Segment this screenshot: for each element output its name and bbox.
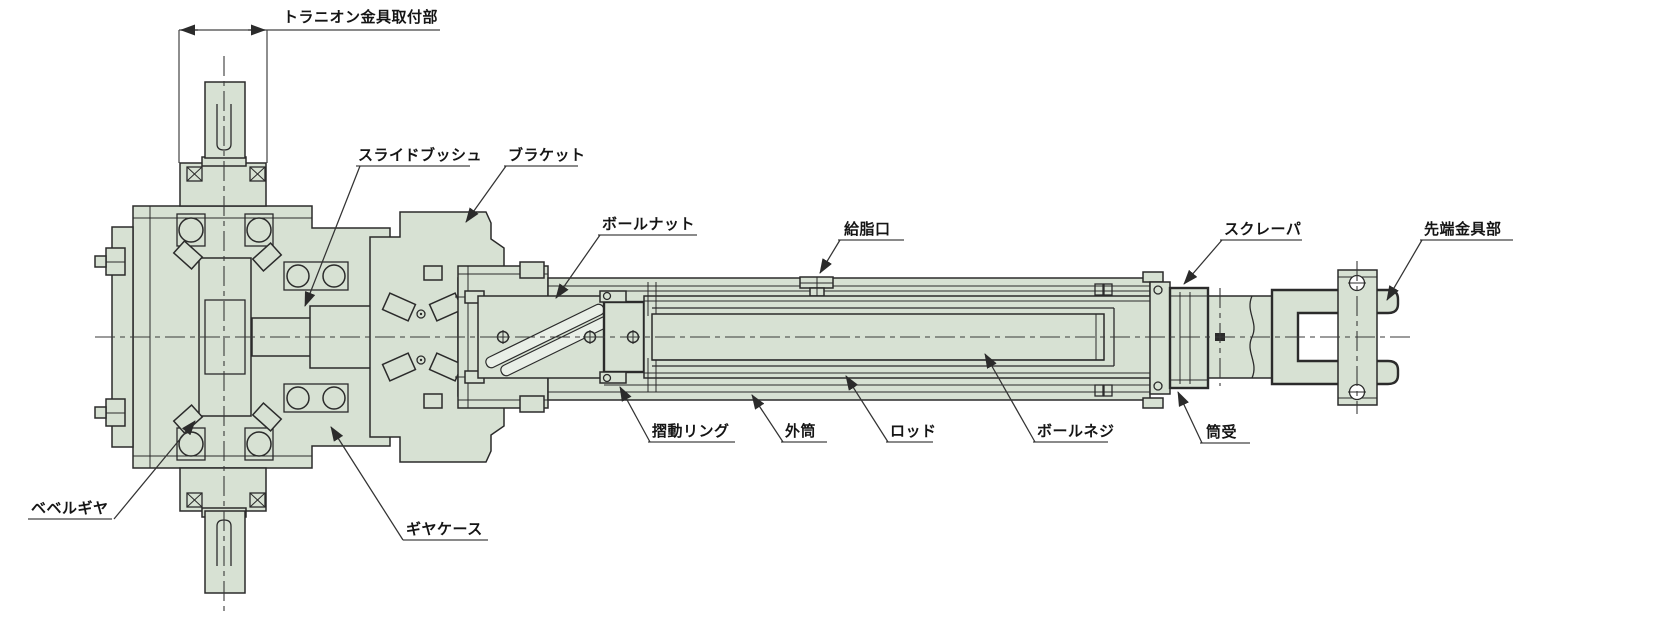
leader-gear-case: [330, 426, 488, 541]
leader-sliding-ring: [619, 386, 735, 443]
leader-grease-port: [819, 239, 904, 274]
bevel-gear-mesh: [172, 239, 283, 435]
leader-rod: [845, 375, 933, 443]
label-scraper: スクレーパ: [1224, 220, 1301, 238]
label-bracket: ブラケット: [508, 146, 586, 164]
trunnion-neck-top: [179, 162, 267, 207]
flange-bolt-bottom: [94, 398, 126, 427]
end-housing: [1142, 271, 1210, 409]
leader-ball-nut: [555, 234, 697, 299]
sliding-rings: [599, 290, 627, 384]
scraper-ring: [1149, 281, 1171, 395]
screw-taper-bearings: [381, 292, 464, 382]
labels: トラニオン金具取付部 スライドブッシュ ブラケット ボールナット 給脂口 スクレ…: [31, 8, 1502, 538]
screw-shaft-ball-bearings: [283, 261, 349, 413]
label-ball-nut: ボールナット: [602, 215, 695, 233]
leader-end-fitting: [1386, 239, 1513, 301]
shaft-seals: [186, 166, 266, 508]
vertical-shaft-bearings: [176, 213, 274, 461]
actuator-drawing: [94, 81, 1400, 594]
label-cylinder-holder: 筒受: [1206, 423, 1237, 441]
label-rod: ロッド: [890, 422, 937, 440]
leader-slide-bush: [304, 165, 470, 307]
leader-lines: [28, 165, 1513, 541]
label-slide-bush: スライドブッシュ: [358, 146, 482, 164]
input-shaft-top: [204, 81, 246, 159]
leader-cylinder-holder: [1177, 391, 1250, 444]
cylinder-holder-cap: [1168, 286, 1210, 390]
label-trunnion-mount: トラニオン金具取付部: [283, 8, 438, 26]
label-outer-cylinder: 外筒: [784, 422, 816, 440]
flange-bolt-top: [94, 247, 126, 276]
label-ball-screw: ボールネジ: [1037, 422, 1115, 440]
leader-outer-cylinder: [751, 394, 827, 443]
leader-scraper: [1183, 239, 1302, 285]
leader-bevel-gear: [28, 420, 196, 520]
label-end-fitting: 先端金具部: [1424, 220, 1502, 238]
label-bevel-gear: ベベルギヤ: [31, 499, 109, 517]
trunnion-dimension: [178, 24, 440, 163]
leader-bracket: [465, 165, 578, 223]
label-gear-case: ギヤケース: [406, 520, 483, 538]
centerlines: [95, 56, 1413, 614]
label-sliding-ring: 摺動リング: [652, 422, 730, 440]
label-grease-port: 給脂口: [844, 220, 891, 238]
input-shaft-bottom: [204, 510, 246, 594]
leader-ball-screw: [984, 353, 1108, 443]
